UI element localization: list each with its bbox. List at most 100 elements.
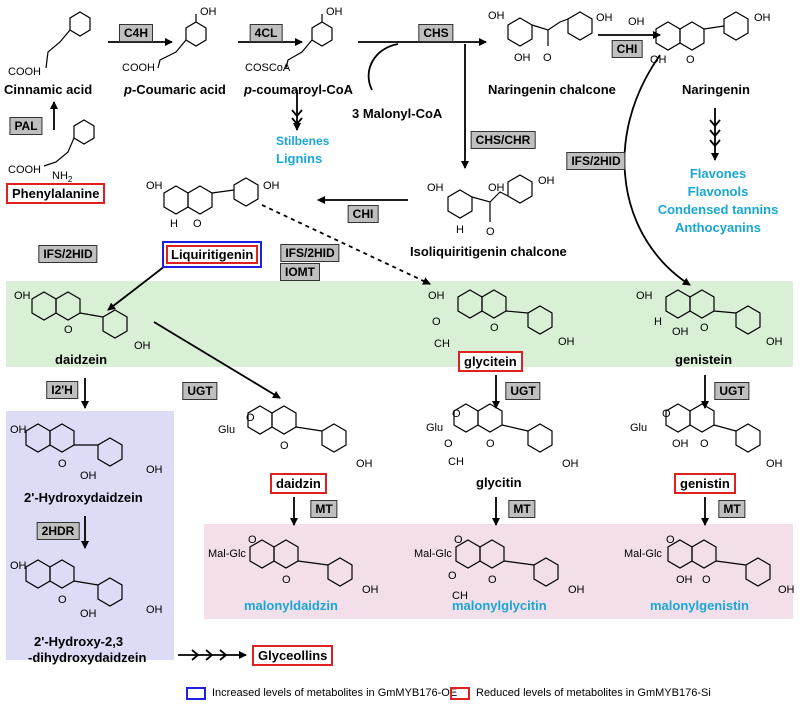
malonylgenistin-oh-2: OH xyxy=(778,584,795,596)
glycitin-o: O xyxy=(486,438,495,450)
phenylalanine-cooh: COOH xyxy=(8,164,41,176)
isoflavone-aglycone-band xyxy=(6,281,793,367)
dihydroxydaidzein-oh-3: OH xyxy=(146,604,163,616)
compound-phenylalanine: Phenylalanine xyxy=(6,183,106,204)
daidzin-o-link: O xyxy=(246,412,255,424)
product-stilbenes: Stilbenes xyxy=(276,134,330,148)
enzyme-iomt: IOMT xyxy=(280,263,320,281)
enzyme-c4h: C4H xyxy=(118,24,154,42)
legend-red-swatch xyxy=(450,686,470,700)
enzyme-ifs2hid-center: IFS/2HID xyxy=(280,244,340,262)
p-coumaroyl-coscoa: COSCoA xyxy=(245,62,291,74)
p-coumaric-cooh: COOH xyxy=(122,62,155,74)
malonylgenistin-oh: OH xyxy=(676,574,693,586)
compound-daidzin: daidzin xyxy=(270,473,327,494)
genistein-oh-2: OH xyxy=(672,326,689,338)
isoliquiritigenin-oh-1: OH xyxy=(427,182,444,194)
legend-increased-text: Increased levels of metabolites in GmMYB… xyxy=(212,687,458,699)
enzyme-i2h: I2'H xyxy=(46,381,78,399)
enzyme-ifs2hid-right: IFS/2HID xyxy=(566,152,626,170)
legend-reduced-text: Reduced levels of metabolites in GmMYB17… xyxy=(476,687,711,699)
enzyme-ugt-right: UGT xyxy=(714,382,750,400)
molecule-structures xyxy=(25,11,771,607)
glycitein-ch3: CH xyxy=(434,338,450,350)
malonylglycitin-oh: OH xyxy=(568,584,585,596)
compound-genistin: genistin xyxy=(674,473,736,494)
compound-dihydroxydaidzein-line2: -dihydroxydaidzein xyxy=(28,650,147,665)
product-flavones: Flavones xyxy=(689,166,747,181)
malonylglycitin-o-link: O xyxy=(454,534,463,546)
compound-p-coumaroyl-coa: p-coumaroyl-CoA xyxy=(244,82,354,97)
compound-2-hydroxydaidzein: 2'-Hydroxydaidzein xyxy=(24,490,143,505)
daidzein-o: O xyxy=(64,324,73,336)
product-malonyldaidzin: malonyldaidzin xyxy=(244,598,338,613)
enzyme-2hdr: 2HDR xyxy=(36,522,80,540)
malonylglycitin-malglc: Mal-Glc xyxy=(414,548,452,560)
enzyme-mt-mid: MT xyxy=(508,500,536,518)
genistein-h: H xyxy=(654,316,662,328)
malonylgenistin-o-link: O xyxy=(666,534,675,546)
liquiritigenin-oh-1: OH xyxy=(146,180,163,192)
malonyldaidzin-oh: OH xyxy=(362,584,379,596)
dihydroxydaidzein-oh-2: OH xyxy=(80,608,97,620)
malonylglycitin-ch3: CH xyxy=(452,590,468,602)
daidzein-oh-1: OH xyxy=(14,290,31,302)
enzyme-mt-left: MT xyxy=(310,500,338,518)
malonyldaidzin-o-link: O xyxy=(248,534,257,546)
compound-p-coumaric-acid: p-Coumaric acid xyxy=(124,82,226,97)
genistin-o: O xyxy=(700,438,709,450)
compound-malonyl-coa: 3 Malonyl-CoA xyxy=(352,106,443,121)
enzyme-chs: CHS xyxy=(418,24,454,42)
glycitein-o-methoxy: O xyxy=(432,316,441,328)
enzyme-chi-top: CHI xyxy=(611,40,643,58)
hydroxydaidzein-oh-1: OH xyxy=(10,424,27,436)
enzyme-4cl: 4CL xyxy=(249,24,283,42)
legend-blue-swatch xyxy=(186,686,206,700)
genistein-oh-1: OH xyxy=(636,290,653,302)
glycitein-o: O xyxy=(490,322,499,334)
liquiritigenin-h: H xyxy=(170,218,178,230)
enzyme-pal: PAL xyxy=(9,117,43,135)
product-condensed-tannins: Condensed tannins xyxy=(657,202,779,217)
malonylgenistin-malglc: Mal-Glc xyxy=(624,548,662,560)
legend-increased: Increased levels of metabolites in GmMYB… xyxy=(186,686,457,700)
naringenin-chalcone-o: O xyxy=(543,52,552,64)
isoliquiritigenin-h: H xyxy=(456,224,464,236)
arrow-ifs-daidzein xyxy=(107,265,166,311)
naringenin-oh-2: OH xyxy=(650,54,667,66)
naringenin-oh-1: OH xyxy=(628,16,645,28)
enzyme-ugt-mid: UGT xyxy=(505,382,541,400)
product-malonylglycitin: malonylglycitin xyxy=(452,598,547,613)
hydroxydaidzein-oh-3: OH xyxy=(146,464,163,476)
genistin-o-link: O xyxy=(662,408,671,420)
glycitin-oh: OH xyxy=(562,458,579,470)
enzyme-chi-mid: CHI xyxy=(347,205,379,223)
genistein-oh-3: OH xyxy=(766,336,783,348)
arrow-ugt-daidzin xyxy=(153,321,281,399)
product-anthocyanins: Anthocyanins xyxy=(675,220,761,235)
daidzin-o: O xyxy=(280,440,289,452)
malonylglycitin-o: O xyxy=(488,574,497,586)
glycitin-o-link: O xyxy=(452,408,461,420)
enzyme-ugt-left: UGT xyxy=(182,382,218,400)
glyceollin-branch-band xyxy=(6,411,174,660)
malonyl-conjugate-band xyxy=(204,524,793,619)
p-coumaric-oh: OH xyxy=(200,6,217,18)
hydroxydaidzein-oh-2: OH xyxy=(80,470,97,482)
malonylglycitin-o-methoxy: O xyxy=(448,570,457,582)
daidzin-glu: Glu xyxy=(218,424,236,436)
dihydroxydaidzein-o: O xyxy=(58,594,67,606)
malonyldaidzin-o: O xyxy=(282,574,291,586)
glycitin-o-methoxy: O xyxy=(444,438,453,450)
isoliquiritigenin-oh-2: OH xyxy=(488,182,505,194)
p-coumaroyl-oh: OH xyxy=(326,6,343,18)
enzyme-chs-chr: CHS/CHR xyxy=(470,131,536,149)
arrow-ifs-iomt-glycitein xyxy=(261,204,431,285)
compound-isoliquiritigenin-chalcone: Isoliquiritigenin chalcone xyxy=(410,244,567,259)
naringenin-chalcone-oh-2: OH xyxy=(514,52,531,64)
legend-reduced: Reduced levels of metabolites in GmMYB17… xyxy=(450,686,711,700)
daidzin-oh: OH xyxy=(356,458,373,470)
compound-glyceollins: Glyceollins xyxy=(252,645,334,666)
enzyme-ifs2hid-left: IFS/2HID xyxy=(38,245,98,263)
